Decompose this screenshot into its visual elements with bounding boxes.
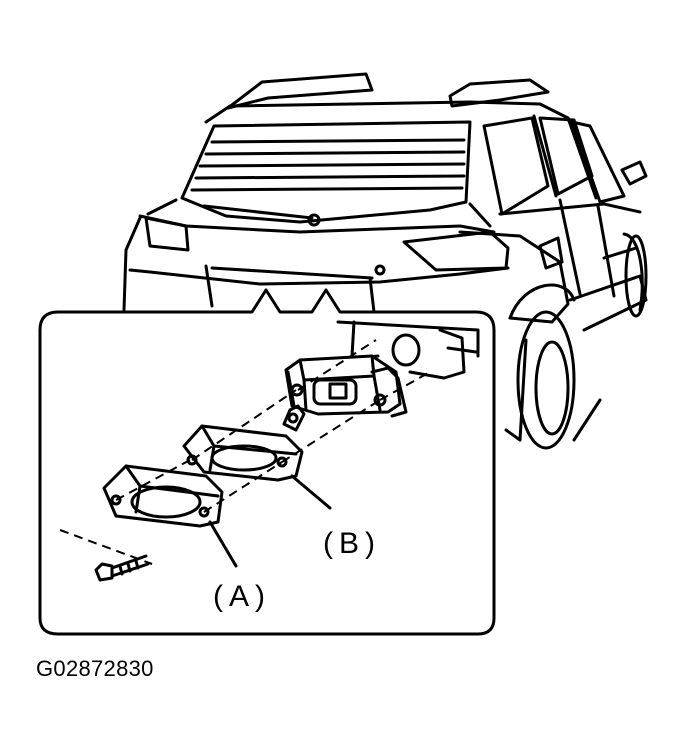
figure-id: G02872830 — [36, 656, 154, 681]
leader-b — [290, 474, 332, 510]
roof-rail-left — [226, 72, 374, 110]
front-wheel — [624, 234, 648, 318]
plate-recess — [204, 264, 376, 314]
fuel-door — [538, 236, 564, 270]
tail-lamp-left — [144, 216, 190, 252]
leader-a — [208, 520, 238, 568]
roof-rail-right — [448, 78, 550, 108]
lamp-socket-hole — [391, 333, 421, 367]
rear-window — [180, 120, 472, 224]
lens-b — [182, 424, 304, 482]
rear-wiper — [202, 204, 314, 220]
rear-wheel-arch — [508, 283, 576, 320]
rear-wheel — [516, 310, 576, 450]
vehicle-outline — [122, 72, 648, 450]
side-mirror — [620, 160, 648, 186]
bulb — [282, 404, 306, 432]
side-window-front — [570, 120, 626, 204]
cover-a — [102, 464, 224, 528]
callout-a: (A) — [213, 580, 271, 613]
front-wheel-arch — [622, 232, 644, 312]
side-window-rear — [482, 116, 550, 216]
callout-b: (B) — [323, 527, 381, 560]
tail-lamp-right — [402, 230, 510, 272]
screw — [94, 554, 150, 582]
assembly-lines — [59, 339, 431, 565]
